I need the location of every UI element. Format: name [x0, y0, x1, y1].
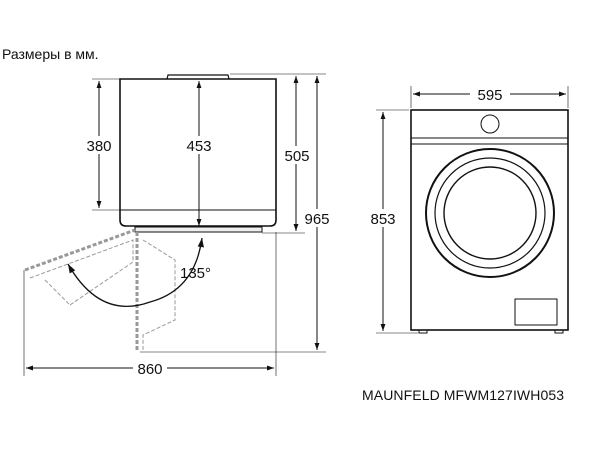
- dim-label-380: 380: [86, 138, 111, 155]
- door-middle-ring: [434, 157, 546, 269]
- dim-label-505: 505: [284, 148, 309, 165]
- dim-label-860: 860: [137, 361, 162, 378]
- dim-label-453: 453: [186, 138, 211, 155]
- machine-body-top: [119, 78, 277, 227]
- label-backdrop: [133, 360, 167, 378]
- top-view: [23, 73, 326, 376]
- closed-door-inner: [142, 239, 176, 350]
- label-backdrop: [182, 136, 216, 154]
- label-backdrop: [470, 86, 510, 103]
- foot: [554, 329, 564, 334]
- door-swing-arc: [67, 237, 204, 307]
- program-knob: [480, 114, 500, 134]
- label-backdrop: [78, 136, 112, 154]
- model-name: MAUNFELD MFWM127IWH053: [362, 387, 565, 403]
- label-backdrop: [280, 146, 312, 164]
- dim-label-853: 853: [370, 211, 395, 228]
- open-door-edge: [24, 228, 136, 272]
- label-backdrop: [366, 209, 400, 227]
- dim-label-595: 595: [477, 87, 502, 104]
- foot: [418, 329, 428, 334]
- top-handle: [166, 74, 230, 80]
- top-view-labels: 380 453 505 965 860 135°: [78, 136, 333, 378]
- label-backdrop: [301, 209, 333, 227]
- machine-body-front: [410, 109, 569, 331]
- dim-label-965: 965: [304, 211, 329, 228]
- front-view: [376, 86, 569, 334]
- front-view-labels: 595 853: [366, 86, 510, 228]
- door-angle-label: 135°: [180, 265, 211, 282]
- open-door-inner: [44, 279, 71, 306]
- diagram-title: Размеры в мм.: [2, 46, 99, 62]
- door-outer-ring: [425, 148, 555, 278]
- open-door-outline: [24, 228, 176, 352]
- door-base: [134, 226, 263, 233]
- filter-hatch: [514, 298, 558, 326]
- door-glass: [443, 166, 537, 260]
